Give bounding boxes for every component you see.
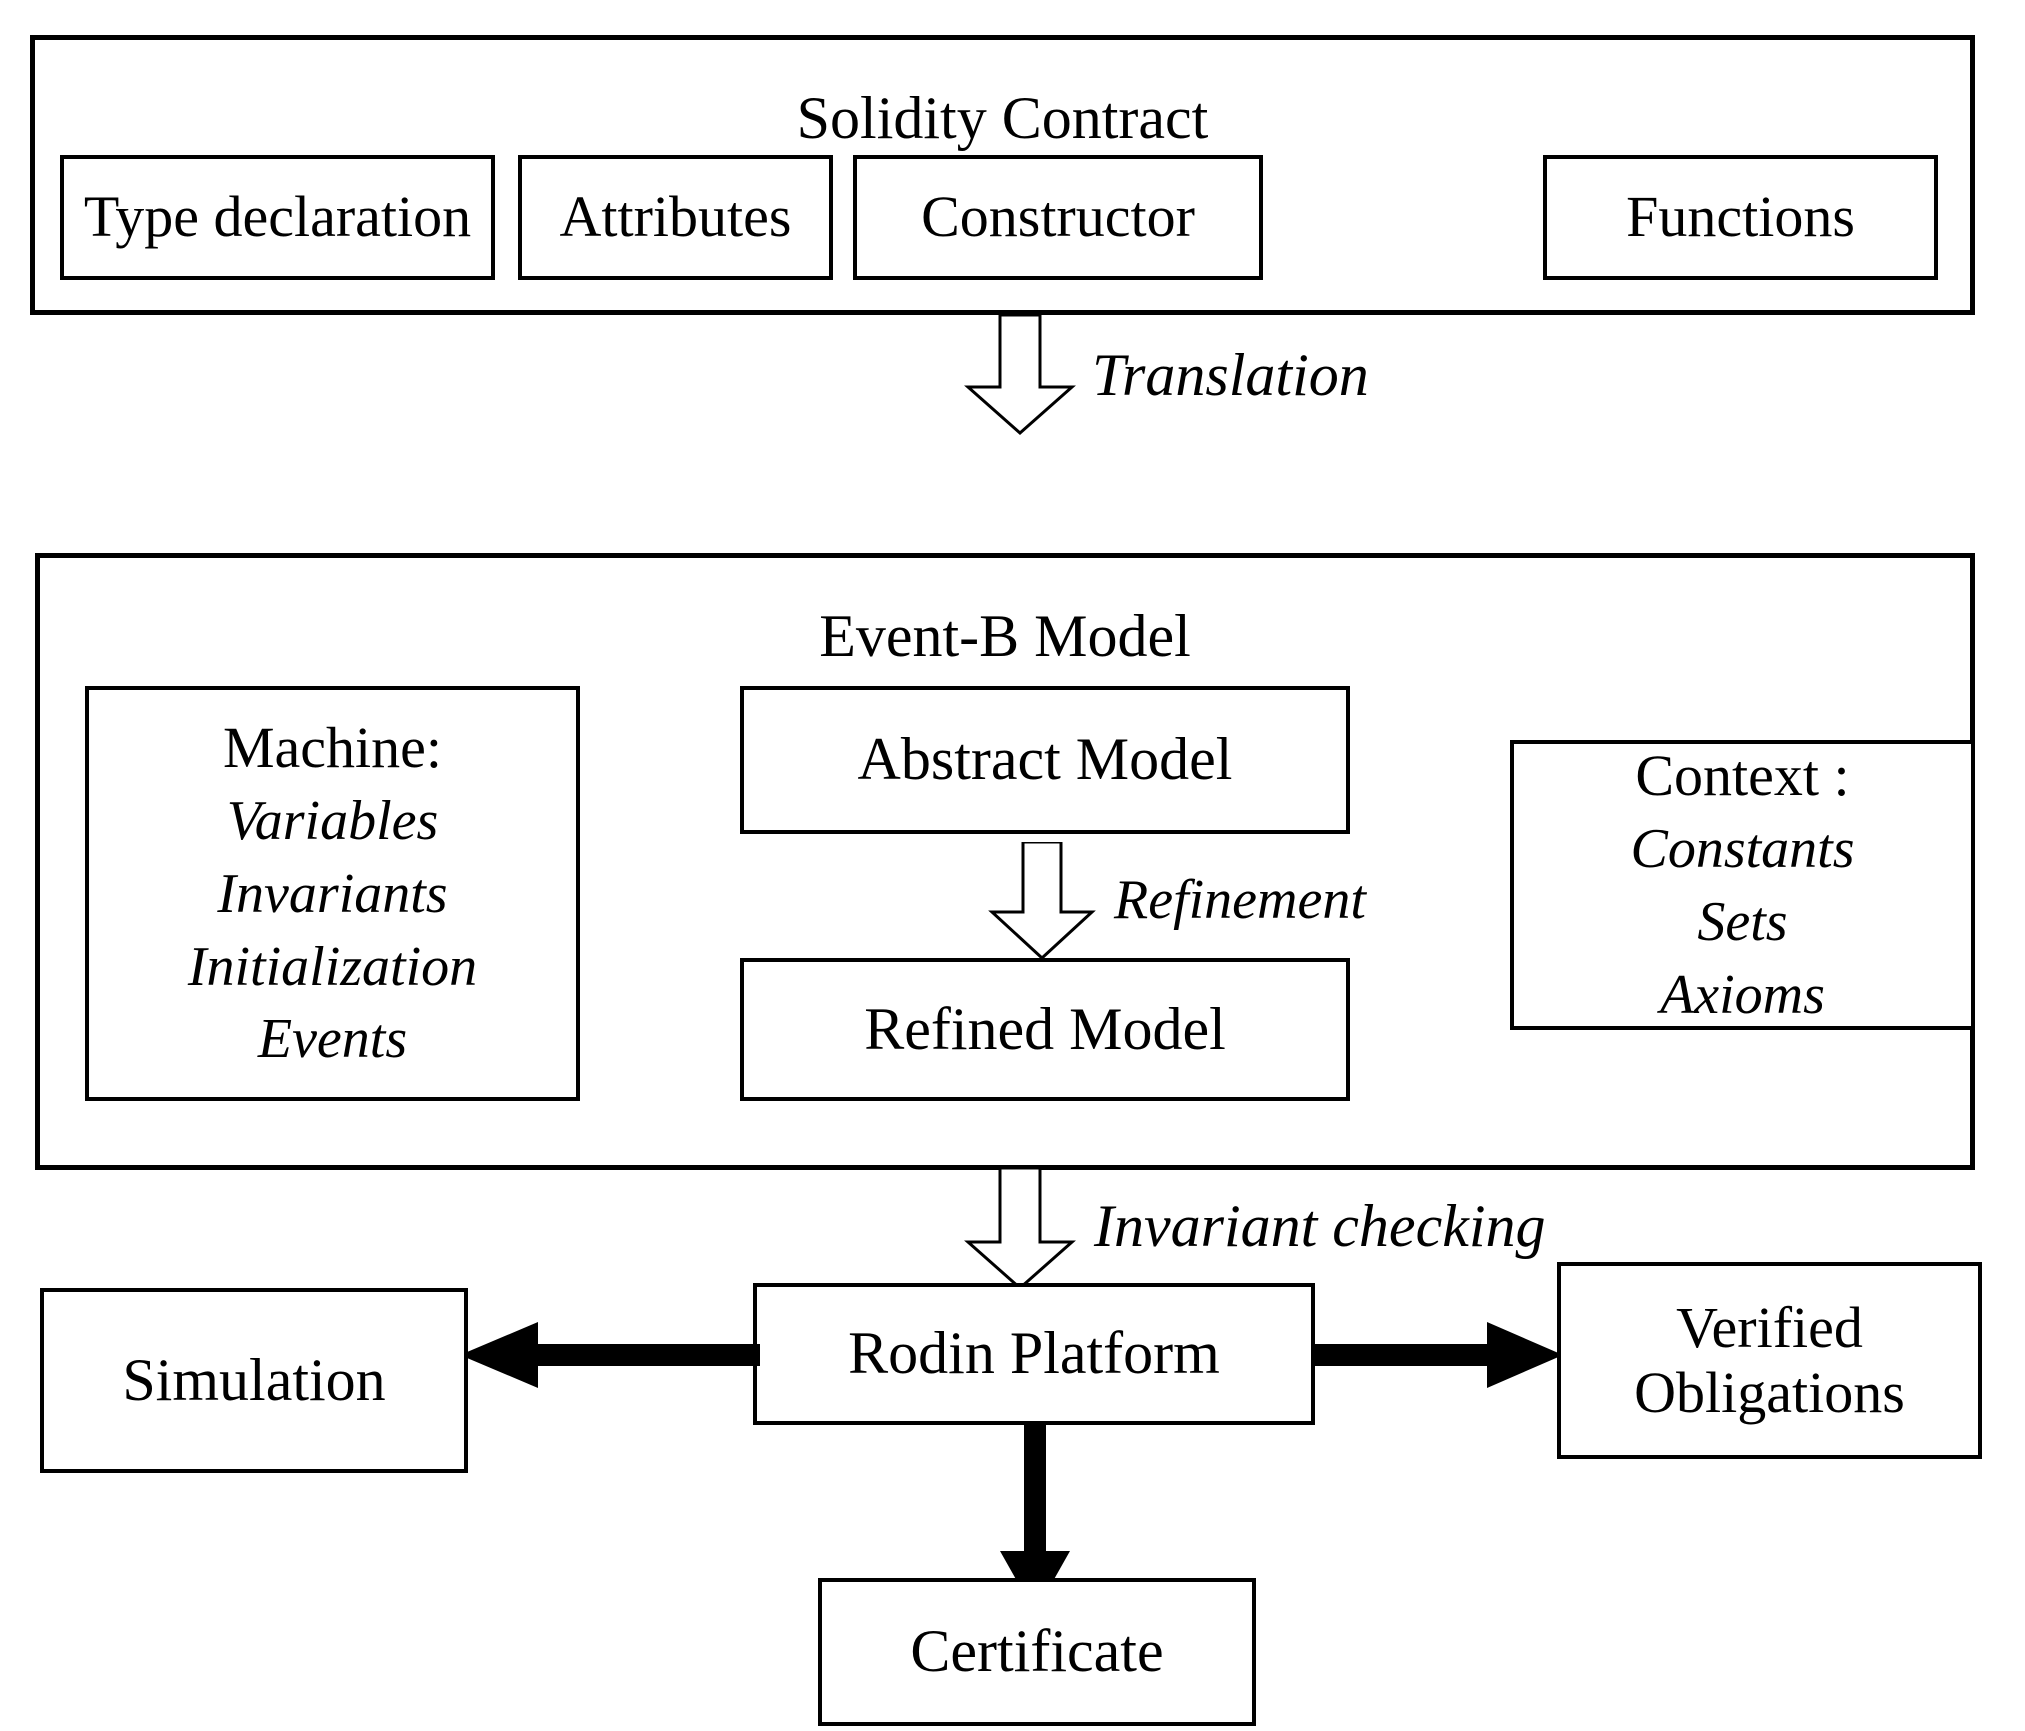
event-b-model-title: Event-B Model [819, 603, 1191, 669]
solidity-component-constructor[interactable]: Constructor [853, 155, 1263, 280]
event-b-machine-box[interactable]: Machine: Variables Invariants Initializa… [85, 686, 580, 1101]
solidity-component-label: Type declaration [83, 184, 472, 250]
machine-item: Invariants [217, 862, 448, 925]
rodin-platform-box[interactable]: Rodin Platform [753, 1283, 1315, 1425]
refinement-arrow-icon [978, 842, 1108, 960]
refined-model-label: Refined Model [864, 995, 1226, 1062]
context-heading: Context : [1635, 742, 1850, 808]
translation-arrow-icon [950, 315, 1090, 435]
solidity-component-functions[interactable]: Functions [1543, 155, 1938, 280]
translation-label: Translation [1092, 342, 1369, 408]
context-item: Axioms [1660, 963, 1825, 1026]
solidity-contract-group: Solidity Contract Type declaration Attri… [30, 35, 1975, 315]
solidity-contract-title: Solidity Contract [796, 85, 1209, 151]
verified-obligations-box[interactable]: Verified Obligations [1557, 1262, 1982, 1459]
certificate-label: Certificate [910, 1618, 1164, 1685]
machine-item: Variables [226, 790, 439, 853]
context-item: Sets [1697, 890, 1788, 953]
solidity-component-attributes[interactable]: Attributes [518, 155, 833, 280]
simulation-label: Simulation [122, 1346, 386, 1413]
simulation-box[interactable]: Simulation [40, 1288, 468, 1473]
machine-heading: Machine: [222, 714, 443, 780]
certificate-box[interactable]: Certificate [818, 1578, 1256, 1726]
machine-item: Events [257, 1008, 408, 1071]
solidity-component-label: Attributes [559, 184, 792, 250]
invariant-checking-arrow-icon [950, 1168, 1090, 1290]
event-b-context-box[interactable]: Context : Constants Sets Axioms [1510, 740, 1975, 1030]
event-b-model-group: Event-B Model Machine: Variables Invaria… [35, 553, 1975, 1170]
rodin-to-simulation-arrow-icon [460, 1322, 760, 1388]
solidity-component-label: Constructor [921, 184, 1195, 250]
verified-obligations-line-1: Verified [1676, 1294, 1863, 1360]
refined-model-box[interactable]: Refined Model [740, 958, 1350, 1101]
invariant-checking-label: Invariant checking [1094, 1193, 1546, 1259]
rodin-platform-label: Rodin Platform [848, 1320, 1220, 1387]
solidity-component-type-declaration[interactable]: Type declaration [60, 155, 495, 280]
verified-obligations-label: Verified Obligations [1561, 1294, 1978, 1426]
abstract-model-label: Abstract Model [857, 726, 1233, 793]
context-stack: Context : Constants Sets Axioms [1514, 739, 1971, 1032]
abstract-model-box[interactable]: Abstract Model [740, 686, 1350, 834]
refinement-label: Refinement [1114, 869, 1366, 931]
solidity-component-label: Functions [1626, 184, 1855, 250]
machine-stack: Machine: Variables Invariants Initializa… [89, 711, 576, 1076]
rodin-to-verified-obligations-arrow-icon [1311, 1322, 1563, 1388]
context-item: Constants [1630, 817, 1855, 880]
rodin-to-certificate-arrow-icon [1000, 1423, 1070, 1613]
machine-item: Initialization [187, 935, 478, 998]
verified-obligations-line-2: Obligations [1634, 1359, 1905, 1425]
